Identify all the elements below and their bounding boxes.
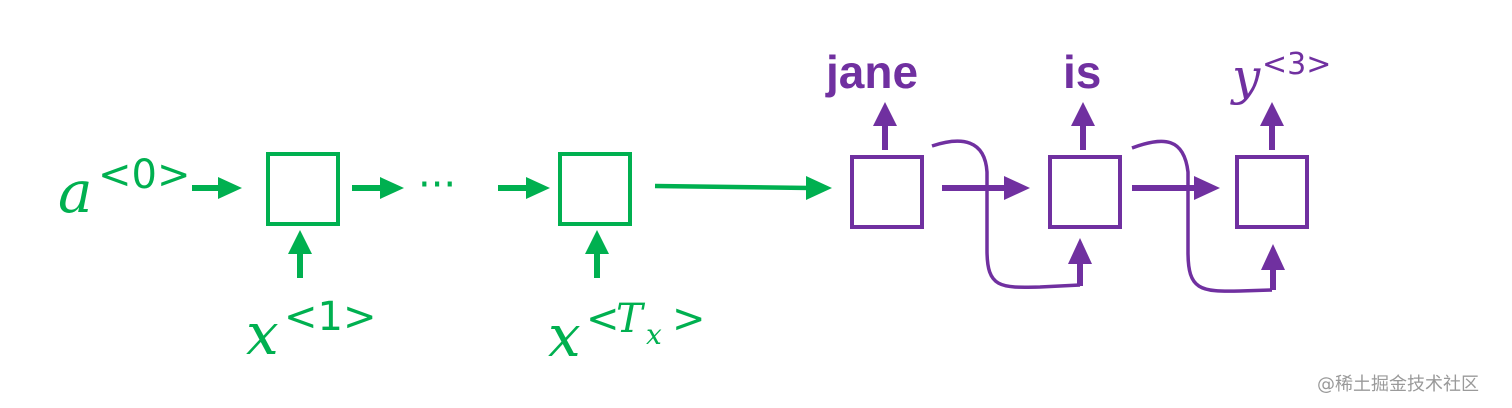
encoder: a <0> ···	[58, 152, 832, 370]
decoder: jane is y <3>	[825, 46, 1331, 293]
watermark-text: @稀土掘金技术社区	[1317, 374, 1479, 395]
input-label-2: x < T x >	[548, 296, 706, 370]
activation-superscript: <0>	[98, 152, 190, 198]
output-3-symbol: y	[1230, 48, 1261, 106]
arrow-cell-1-to-ellipsis	[352, 177, 404, 199]
input-arrow-2	[585, 230, 609, 278]
input-2-symbol: x	[548, 302, 581, 370]
activation-symbol: a	[58, 158, 93, 226]
arrow-initial-to-cell-1	[192, 177, 242, 199]
input-1-symbol: x	[246, 300, 279, 368]
output-label-1: jane	[825, 46, 918, 98]
arrow-encoder-to-decoder	[654, 176, 832, 200]
arrow-decoder-2-to-3	[1132, 176, 1220, 200]
input-2-superscript-open: <	[586, 296, 620, 342]
feedback-input-arrow-2	[1068, 238, 1092, 286]
output-label-3: y <3>	[1230, 47, 1331, 106]
decoder-cell-2	[1048, 155, 1122, 229]
input-2-superscript-close: >	[672, 296, 706, 342]
decoder-cell-1	[850, 155, 924, 229]
feedback-input-arrow-3	[1261, 244, 1285, 290]
output-arrow-1	[873, 102, 897, 150]
input-label-1: x <1>	[246, 294, 376, 368]
feedback-curve-2	[1131, 139, 1273, 293]
input-2-superscript-sub: x	[646, 318, 662, 351]
arrow-ellipsis-to-cell-2	[498, 177, 550, 199]
input-1-superscript: <1>	[284, 294, 376, 340]
decoder-cell-3	[1235, 155, 1309, 229]
output-arrow-3	[1260, 102, 1284, 150]
output-3-superscript: <3>	[1262, 47, 1331, 82]
encoder-cell-2	[558, 152, 632, 226]
input-arrow-1	[288, 230, 312, 278]
output-label-2: is	[1063, 46, 1101, 98]
arrow-decoder-1-to-2	[942, 176, 1030, 200]
feedback-curve-1	[931, 139, 1081, 289]
encoder-cell-1	[266, 152, 340, 226]
ellipsis: ···	[418, 162, 456, 208]
initial-activation-label: a <0>	[58, 152, 190, 226]
input-2-superscript-var: T	[616, 296, 646, 342]
output-arrow-2	[1071, 102, 1095, 150]
